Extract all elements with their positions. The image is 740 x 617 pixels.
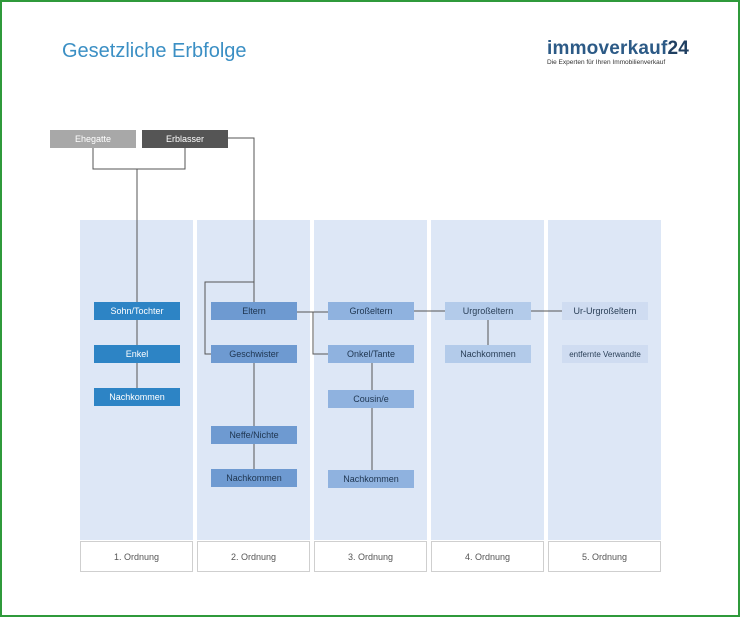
spouse-bracket-line: [92, 148, 186, 170]
brand-logo: immoverkauf24 Die Experten für Ihren Imm…: [547, 38, 697, 66]
box-nachkommen-1: Nachkommen: [94, 388, 180, 406]
box-enkel: Enkel: [94, 345, 180, 363]
ehegatte-box: Ehegatte: [50, 130, 136, 148]
box-grosseltern: Großeltern: [328, 302, 414, 320]
box-nachkommen-2: Nachkommen: [211, 469, 297, 487]
order-label-2: 2. Ordnung: [197, 541, 310, 572]
order-label-1: 1. Ordnung: [80, 541, 193, 572]
erblasser-box: Erblasser: [142, 130, 228, 148]
column-ordnung-5: [548, 220, 661, 540]
page-title: Gesetzliche Erbfolge: [62, 40, 247, 62]
order-label-5: 5. Ordnung: [548, 541, 661, 572]
box-cousin: Cousin/e: [328, 390, 414, 408]
box-entfernte-verwandte: entfernte Verwandte: [562, 345, 648, 363]
box-onkel-tante: Onkel/Tante: [328, 345, 414, 363]
box-nachkommen-4: Nachkommen: [445, 345, 531, 363]
order-label-4: 4. Ordnung: [431, 541, 544, 572]
box-sohn-tochter: Sohn/Tochter: [94, 302, 180, 320]
line-eltern-geschwister: [204, 281, 254, 355]
box-urgrosseltern: Urgroßeltern: [445, 302, 531, 320]
logo-wordmark: immoverkauf24: [547, 38, 697, 59]
box-neffe-nichte: Neffe/Nichte: [211, 426, 297, 444]
line-grosseltern-onkel: [312, 312, 328, 355]
box-ur-urgrosseltern: Ur-Urgroßeltern: [562, 302, 648, 320]
line-erblasser-eltern: [228, 137, 255, 302]
order-label-3: 3. Ordnung: [314, 541, 427, 572]
box-nachkommen-3: Nachkommen: [328, 470, 414, 488]
box-eltern: Eltern: [211, 302, 297, 320]
logo-tagline: Die Experten für Ihren Immobilienverkauf: [547, 59, 666, 66]
logo-number: 24: [667, 38, 690, 59]
logo-text: immoverkauf: [547, 38, 668, 59]
box-geschwister: Geschwister: [211, 345, 297, 363]
column-ordnung-4: [431, 220, 544, 540]
